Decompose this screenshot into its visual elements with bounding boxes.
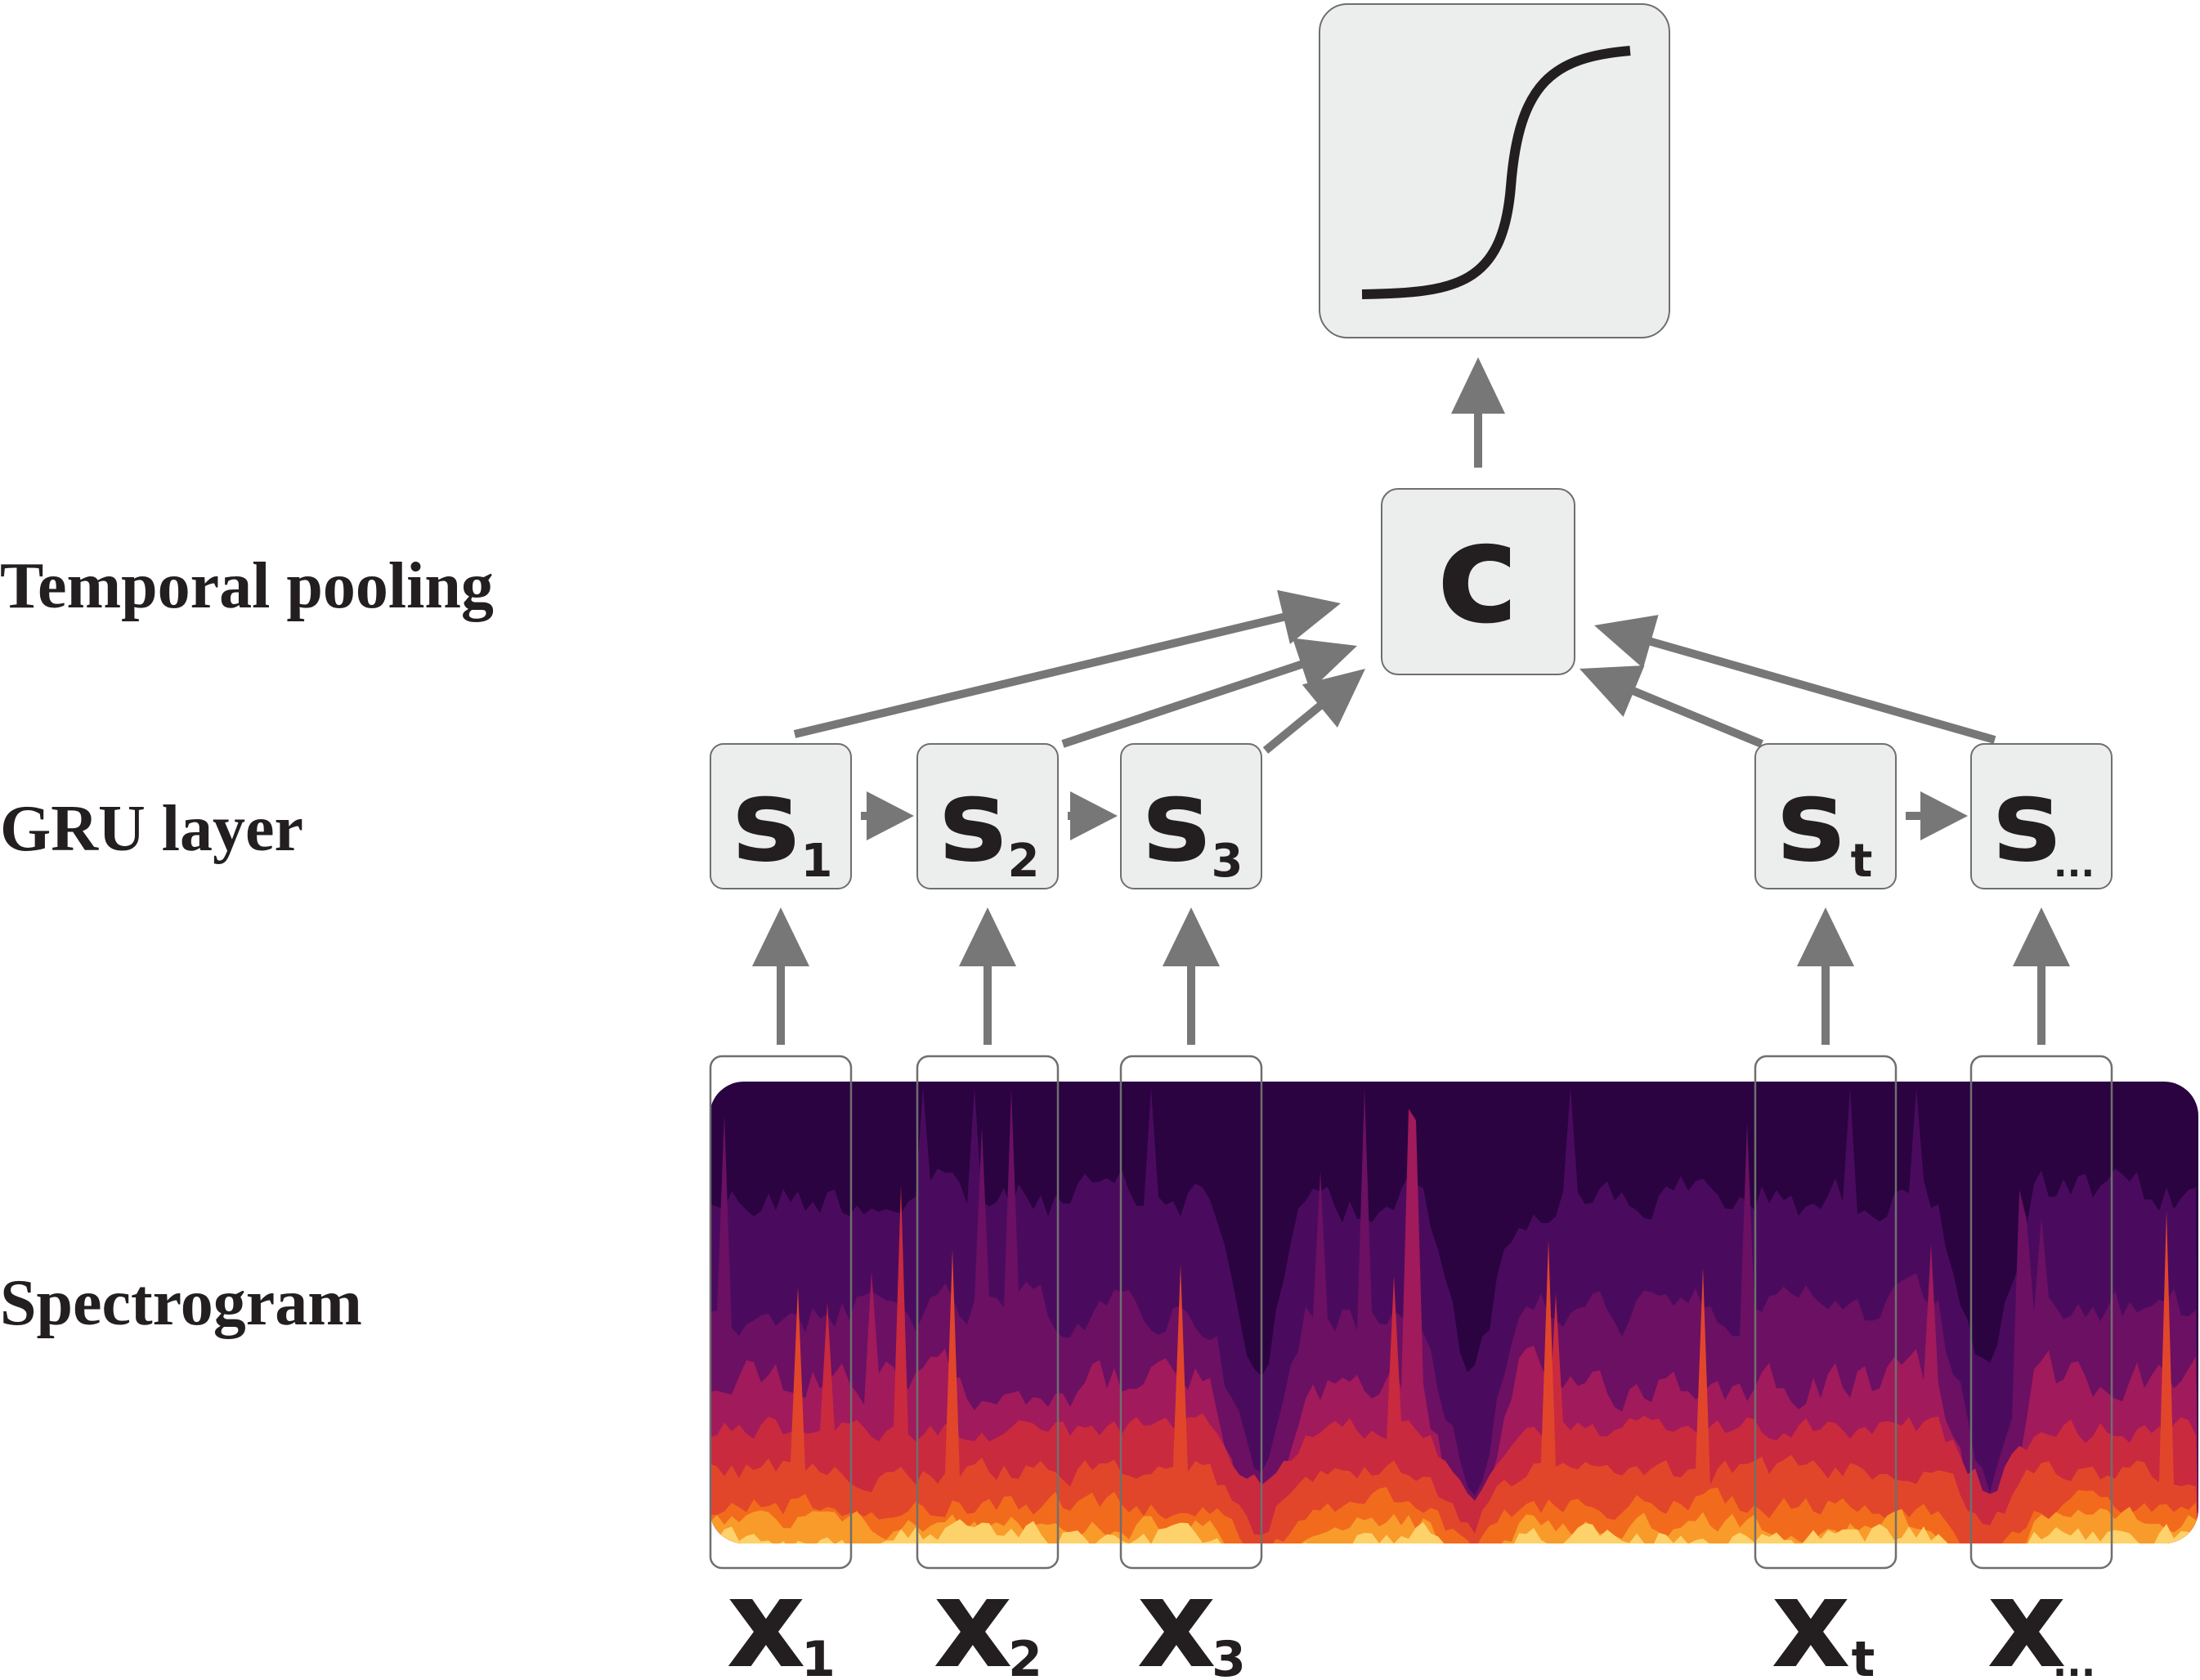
input-frame-box [1119, 1055, 1263, 1570]
input-frame-box [709, 1055, 853, 1570]
pooling-to-output-arrow [1451, 357, 1505, 468]
gru-state-symbol: s [732, 755, 800, 888]
input-subscript: 2 [1008, 1631, 1042, 1680]
input-to-state-arrow [1163, 907, 1220, 1045]
pooling-node: c [1381, 488, 1575, 675]
spectrogram-band [710, 1210, 2198, 1543]
input-subscript: 3 [1212, 1631, 1246, 1680]
gru-state-box [1754, 743, 1897, 889]
output-node [1319, 3, 1670, 338]
gru-state-subscript: 1 [801, 835, 833, 888]
pooling-node-box [1381, 488, 1575, 675]
gru-state-box [916, 743, 1059, 889]
input-symbol: x [1137, 1553, 1216, 1680]
recurrent-arrow [1068, 791, 1118, 840]
gru-state-box [1120, 743, 1262, 889]
input-frame-box [1969, 1055, 2113, 1570]
input-subscript: t [1852, 1631, 1875, 1680]
recurrent-arrow [1906, 791, 1968, 840]
recurrent-arrow [861, 791, 914, 840]
gru-state-subscript: 2 [1008, 835, 1040, 888]
input-to-state-arrow [959, 907, 1016, 1045]
input-label: x... [1987, 1553, 2096, 1680]
gru-state-subscript: t [1851, 835, 1873, 888]
input-label: x2 [934, 1553, 1042, 1680]
pooling-arrows [793, 589, 1996, 754]
recurrent-arrows [861, 791, 1968, 840]
pooling-arrow [1594, 615, 1996, 744]
input-label: x3 [1137, 1553, 1246, 1680]
input-frame-box [1754, 1055, 1898, 1570]
input-subscript: 1 [801, 1631, 836, 1680]
input-frames [709, 1055, 2113, 1570]
input-subscript: ... [2053, 1641, 2095, 1680]
gru-state-box [710, 743, 852, 889]
input-to-state-arrow [2013, 907, 2070, 1045]
input-label: x1 [727, 1553, 836, 1680]
input-to-state-arrow [1797, 907, 1854, 1045]
input-to-state-arrow [752, 907, 809, 1045]
gru-state-box [1970, 743, 2113, 889]
gru-state-symbol: s [1142, 755, 1210, 888]
gru-state-node: s... [1970, 743, 2113, 889]
label-spectrogram: Spectrogram [0, 1267, 362, 1339]
pooling-arrow [1579, 665, 1763, 748]
pooling-arrow [793, 589, 1341, 738]
input-frame-box [916, 1055, 1060, 1570]
pooling-node-symbol: c [1437, 493, 1520, 655]
gru-state-symbol: s [939, 755, 1006, 888]
gru-state-symbol: s [1777, 755, 1844, 888]
label-temporal-pooling: Temporal pooling [0, 550, 494, 622]
gru-state-symbol: s [1992, 755, 2060, 888]
sigmoid-curve-icon [1361, 46, 1631, 299]
output-node-box [1319, 3, 1670, 338]
spectrogram [710, 1082, 2198, 1543]
input-symbol: x [934, 1553, 1013, 1680]
gru-state-subscript: ... [2054, 844, 2095, 885]
input-symbol: x [727, 1553, 806, 1680]
gru-state-subscript: 3 [1212, 835, 1243, 888]
pooling-arrow [1061, 638, 1357, 748]
input-symbol: x [1772, 1553, 1851, 1680]
spectrogram-band [710, 1185, 2198, 1543]
pooling-arrow [1262, 669, 1365, 754]
label-gru-layer: GRU layer [0, 793, 303, 865]
input-symbol: x [1987, 1553, 2067, 1680]
input-to-state-arrows [752, 907, 2070, 1045]
